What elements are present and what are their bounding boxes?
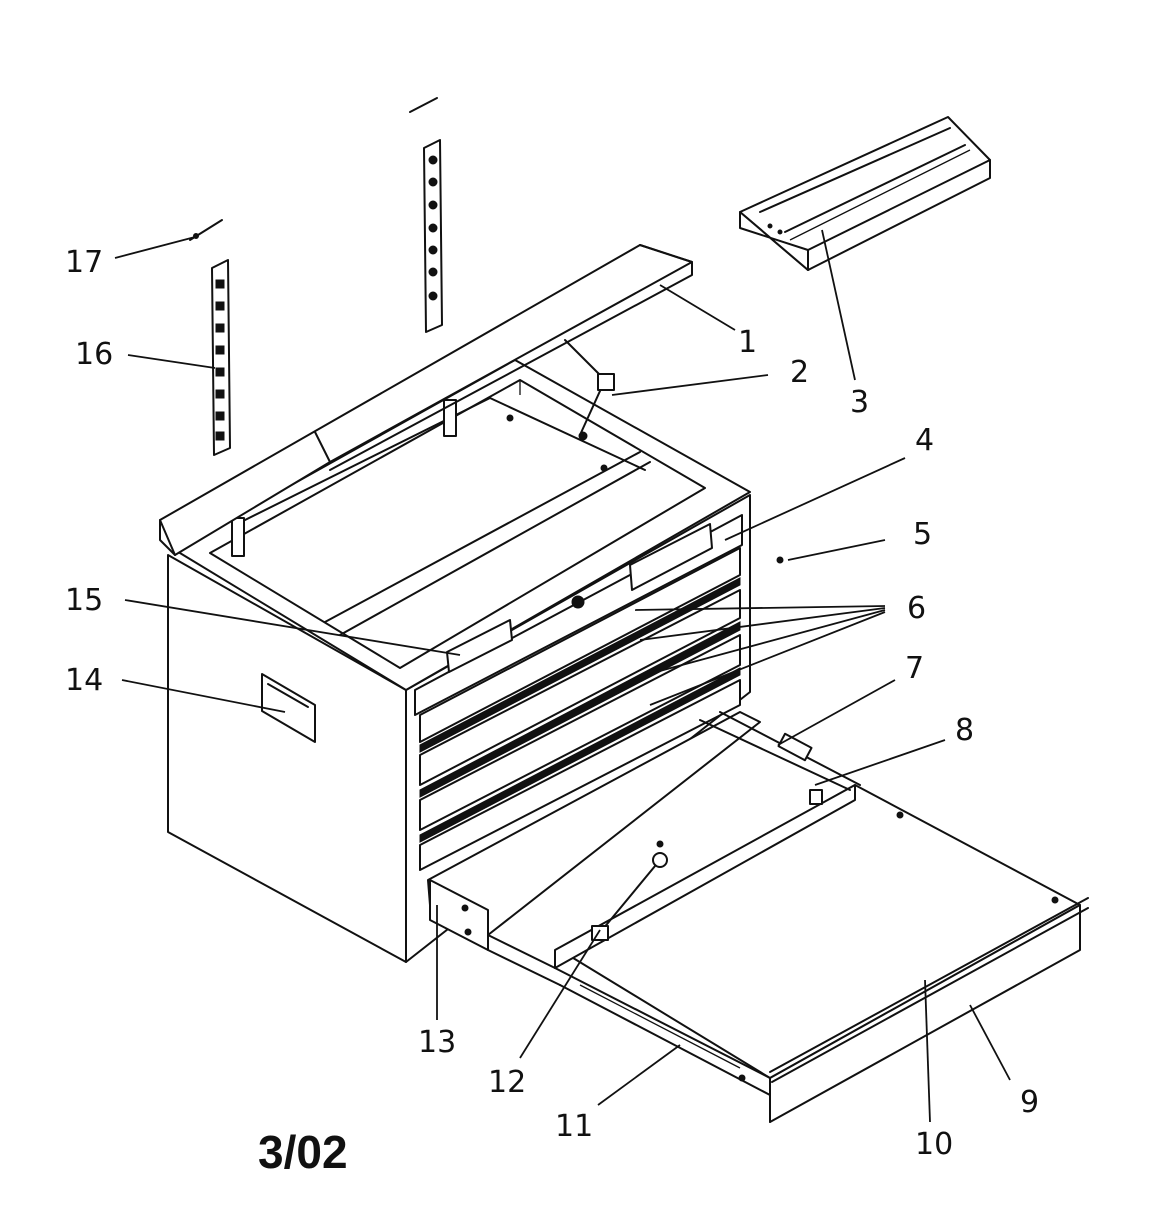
label-16: 16 [75, 337, 113, 372]
label-7: 7 [905, 651, 924, 686]
callout-leaders [114, 229, 1011, 1123]
label-3: 3 [850, 385, 869, 420]
label-6: 6 [907, 591, 926, 626]
label-12: 12 [488, 1065, 526, 1100]
label-13: 13 [418, 1025, 456, 1060]
part-16-strip [211, 259, 231, 456]
label-10: 10 [915, 1127, 953, 1162]
label-17: 17 [65, 245, 103, 280]
open-drawer [427, 711, 1089, 1123]
part-14-handle [261, 673, 316, 743]
label-1: 1 [738, 325, 757, 360]
label-8: 8 [955, 713, 974, 748]
label-15: 15 [65, 583, 103, 618]
label-5: 5 [913, 517, 932, 552]
drawer-stack [414, 514, 743, 871]
date-code: 3/02 [258, 1126, 348, 1178]
part-5-screw [776, 556, 784, 564]
upper-strip [409, 97, 443, 333]
label-11: 11 [555, 1109, 593, 1144]
label-2: 2 [790, 355, 809, 390]
label-4: 4 [915, 423, 934, 458]
label-9: 9 [1020, 1085, 1039, 1120]
part-1-lid [159, 244, 693, 556]
part-3-tray [739, 116, 991, 271]
callout-labels: 17 16 1 2 3 4 5 6 7 8 9 10 11 12 13 14 1… [65, 245, 1039, 1162]
label-14: 14 [65, 663, 103, 698]
